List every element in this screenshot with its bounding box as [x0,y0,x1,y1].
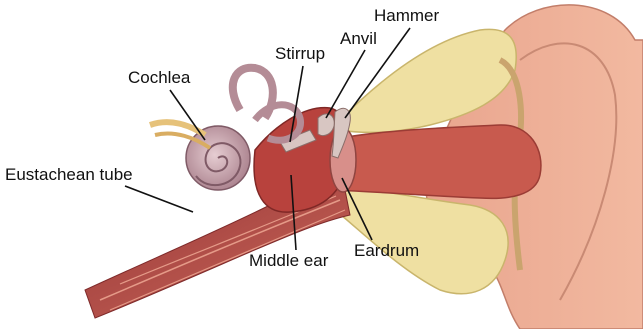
ear-canal [330,125,541,198]
label-eustachian-tube: Eustachean tube [5,166,133,183]
label-stirrup: Stirrup [275,45,325,62]
label-cochlea: Cochlea [128,69,190,86]
label-middle-ear: Middle ear [249,252,328,269]
label-eardrum: Eardrum [354,242,419,259]
label-hammer: Hammer [374,7,439,24]
leader-eustachian [125,186,193,212]
label-anvil: Anvil [340,30,377,47]
